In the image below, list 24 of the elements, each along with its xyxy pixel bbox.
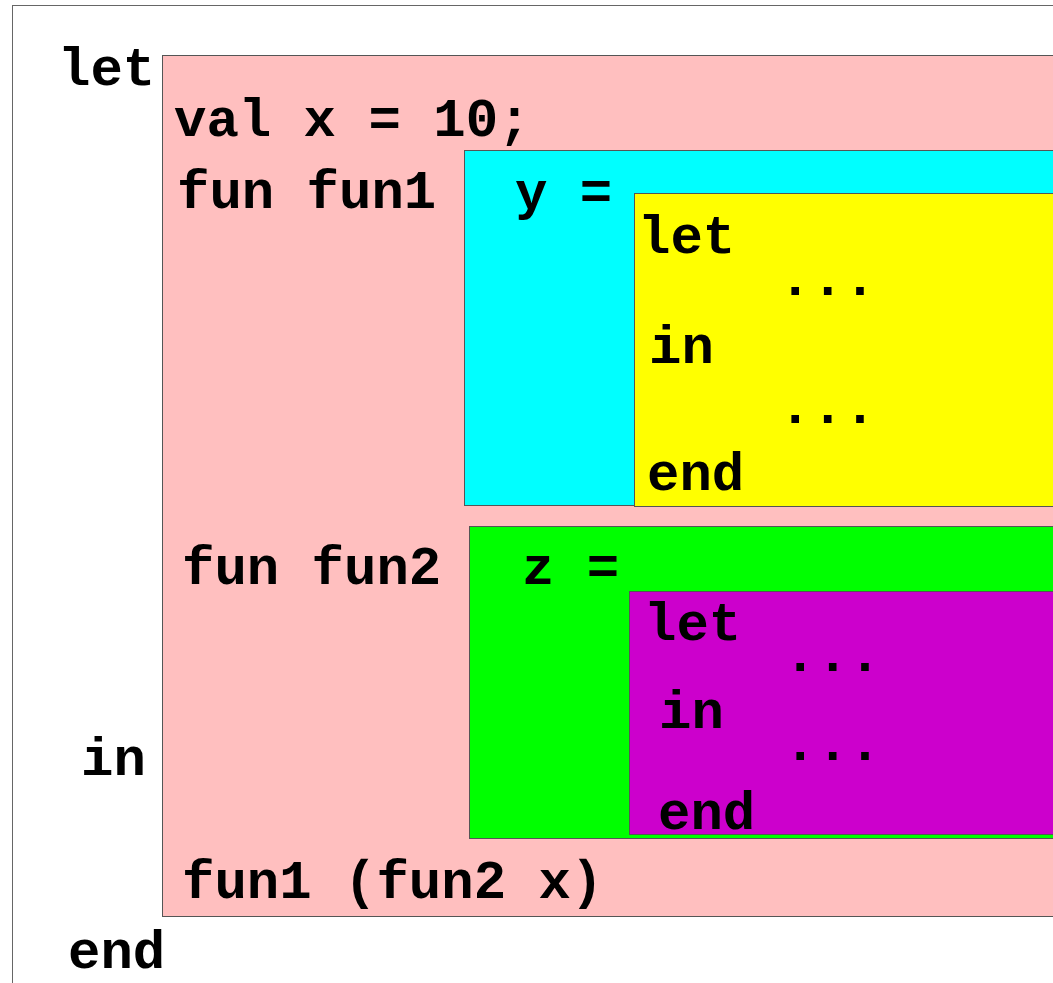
code-text: end — [658, 788, 756, 842]
code-text: end — [647, 449, 745, 503]
code-text: fun fun2 — [182, 543, 442, 597]
code-text: fun fun1 — [177, 167, 437, 221]
code-text: ... — [784, 630, 882, 684]
code-text: val x = 10; — [174, 95, 531, 149]
code-text: in — [649, 322, 714, 376]
code-text: ... — [779, 382, 877, 436]
scope-box — [629, 591, 1053, 835]
code-text: let — [644, 599, 742, 653]
scope-box — [162, 55, 1053, 917]
code-text: y = — [515, 168, 613, 222]
code-text: ... — [784, 719, 882, 773]
code-text: ... — [779, 254, 877, 308]
code-text: z = — [522, 543, 620, 597]
code-text: let — [58, 44, 156, 98]
code-text: in — [659, 687, 724, 741]
code-text: in — [81, 734, 146, 788]
scope-box — [464, 150, 1053, 506]
code-text: fun1 (fun2 x) — [182, 857, 604, 911]
scope-box — [469, 526, 1053, 839]
code-text: end — [68, 927, 166, 981]
program-frame — [12, 5, 1053, 983]
code-text: let — [638, 212, 736, 266]
